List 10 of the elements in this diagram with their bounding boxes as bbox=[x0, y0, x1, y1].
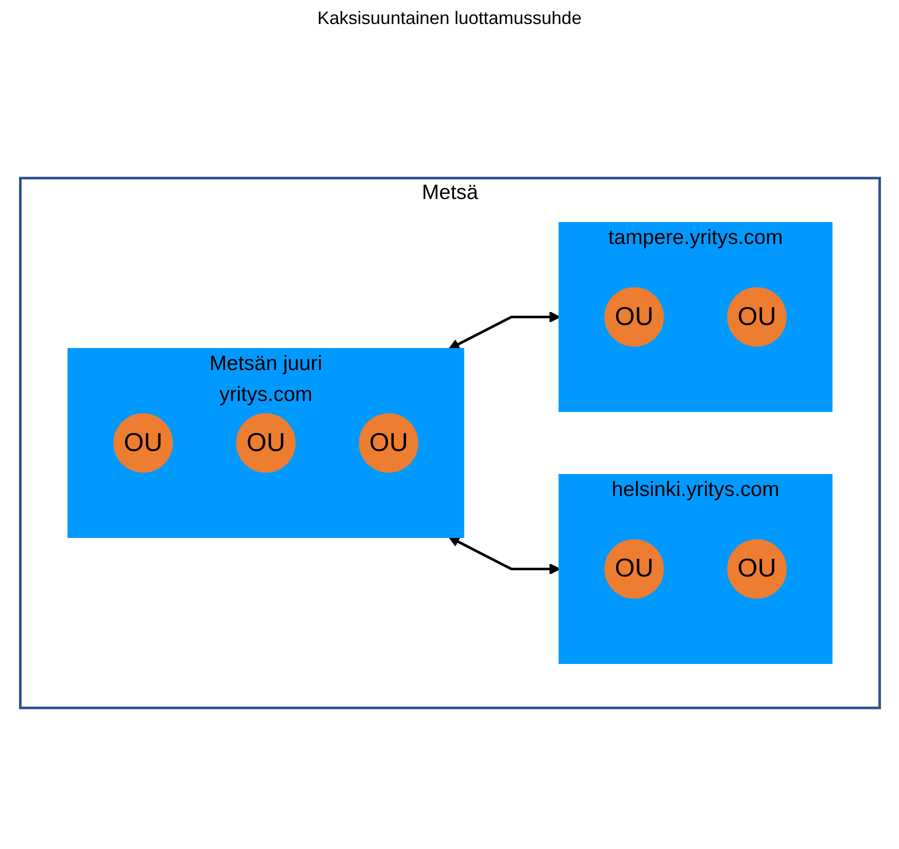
node-circle: OU bbox=[726, 287, 786, 347]
node-circle: OU bbox=[726, 539, 786, 599]
arrow bbox=[448, 311, 560, 350]
node-circle: OU bbox=[604, 287, 664, 347]
node-circle: OU bbox=[604, 539, 664, 599]
node-circle: OU bbox=[236, 413, 296, 473]
note-text: Kaksisuuntainen luottamussuhde bbox=[317, 8, 582, 29]
node-circle: OU bbox=[358, 413, 418, 473]
arrow bbox=[448, 536, 560, 575]
node-circle: OU bbox=[112, 413, 172, 473]
